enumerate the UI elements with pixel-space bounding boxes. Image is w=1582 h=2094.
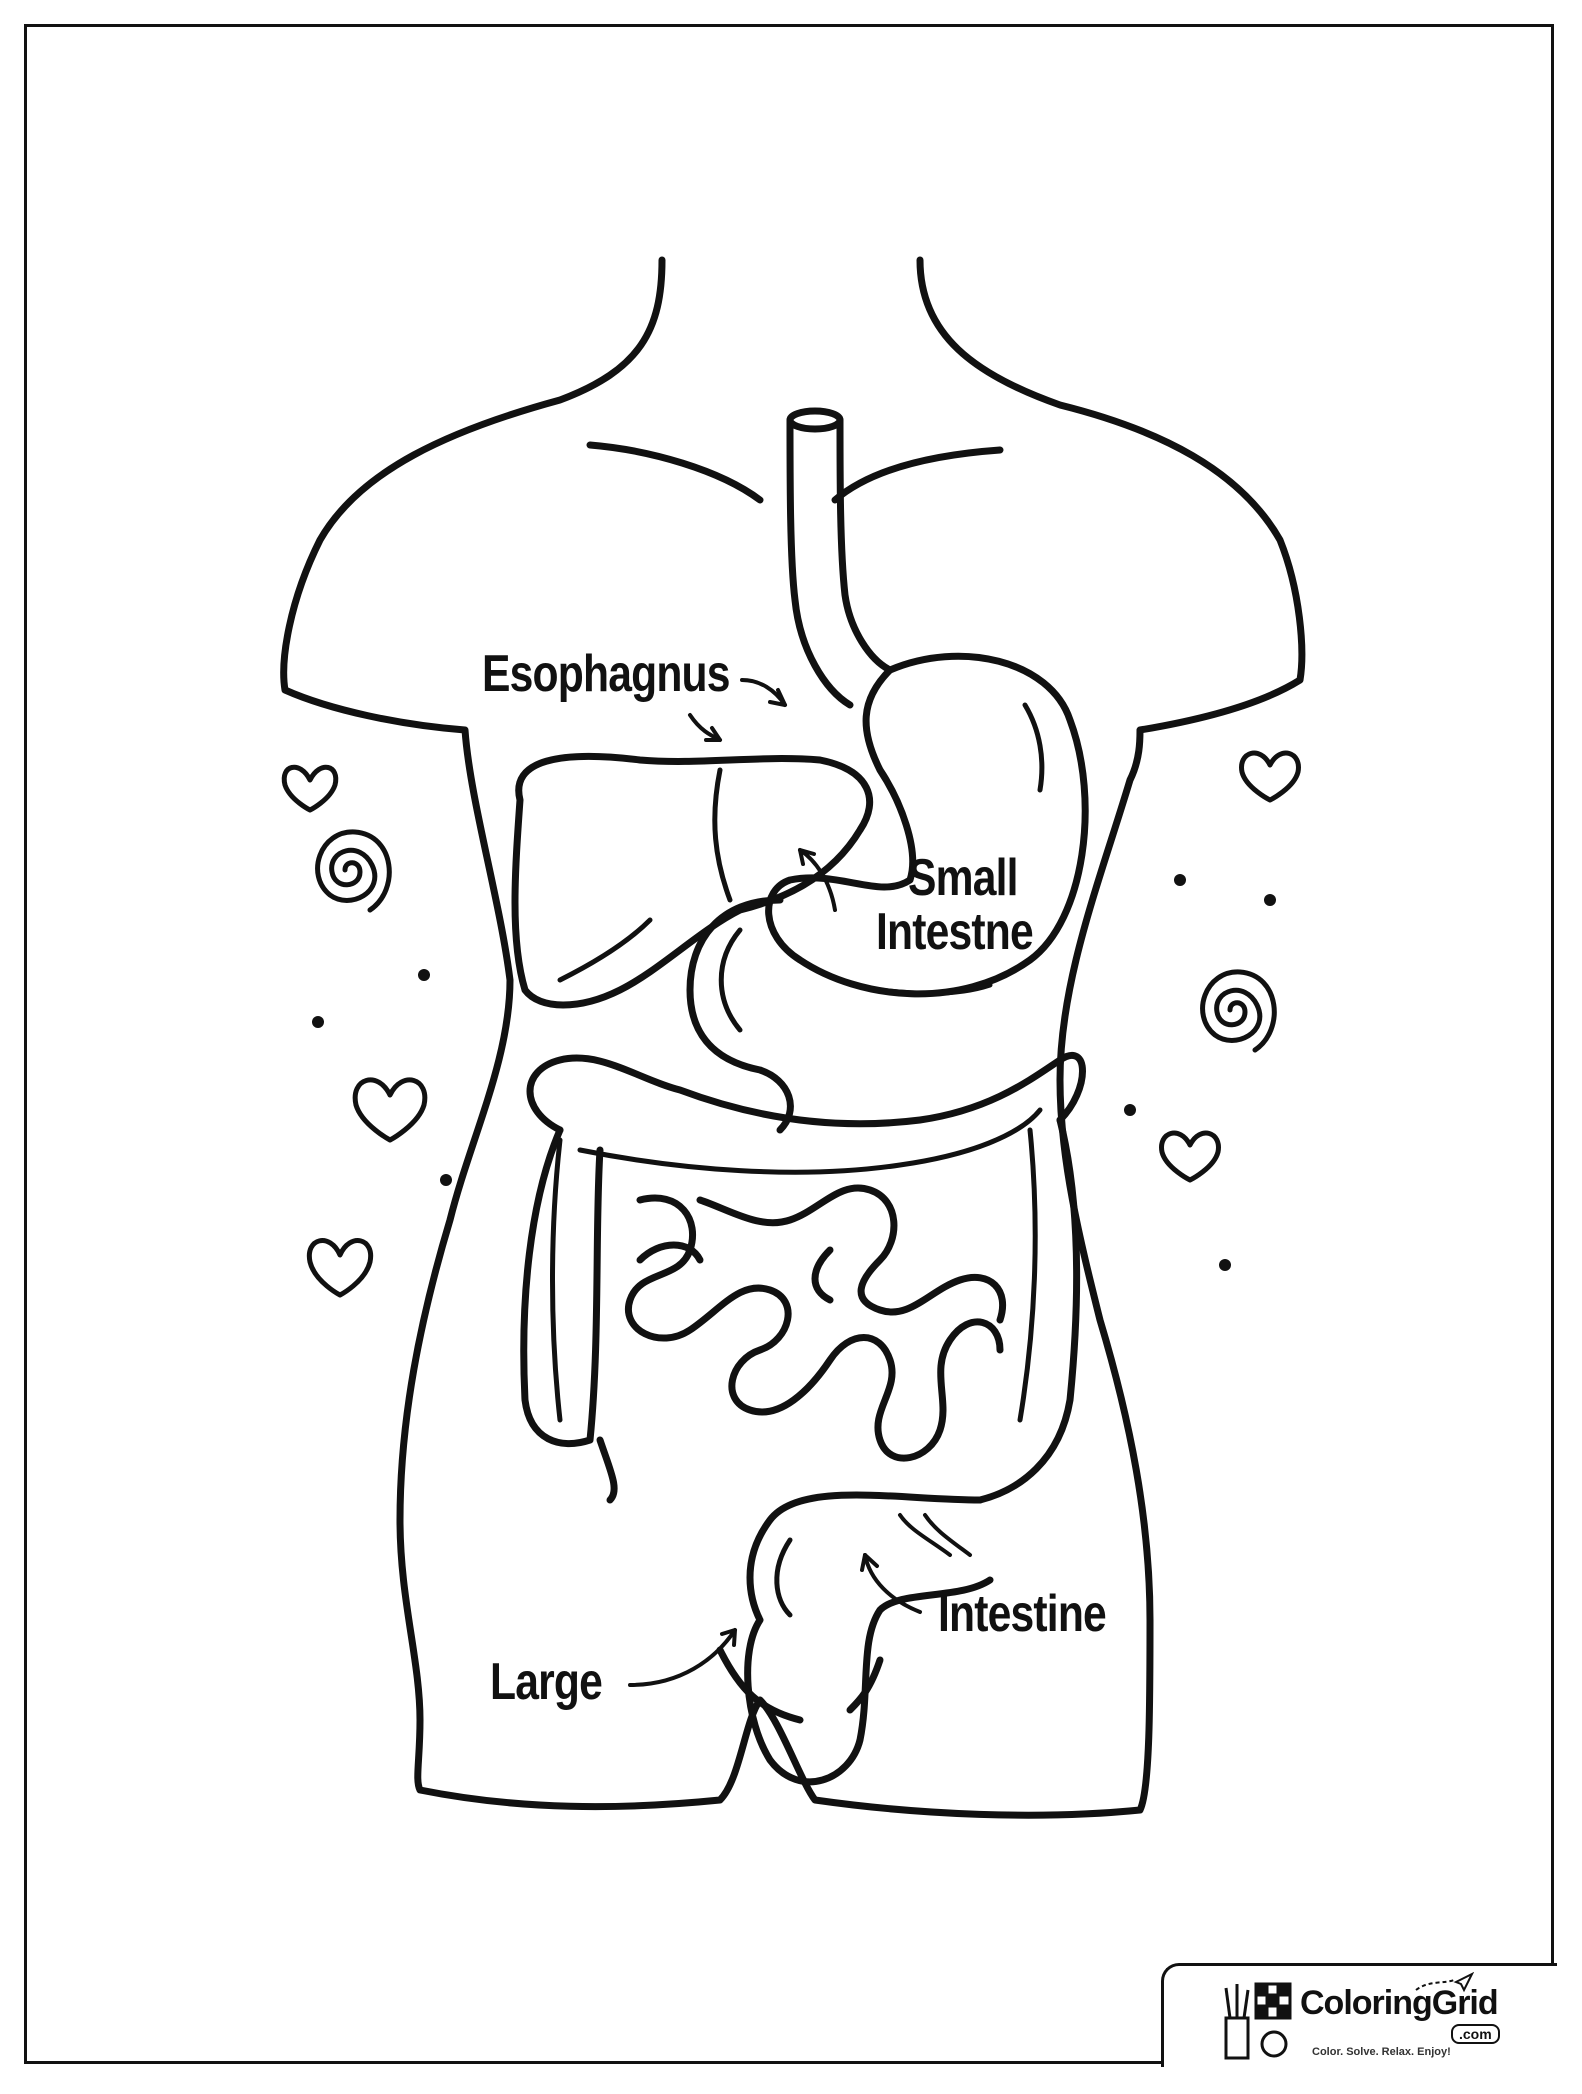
small-intestine-label-line2: Intestne [876, 903, 1034, 961]
heart-icon [306, 1238, 374, 1298]
logo-domain: .com [1451, 2024, 1500, 2044]
logo-name: ColoringGrid [1300, 1984, 1499, 2022]
large-intestine-descending [976, 1116, 1081, 1504]
spiral-icon [1200, 969, 1277, 1053]
heart-icon [1239, 750, 1301, 803]
small-intestine-label-line1: Small [908, 849, 1018, 907]
heart-icon [1159, 1130, 1221, 1183]
heart-icon [281, 765, 339, 813]
heart-icon [352, 1077, 428, 1143]
spiral-icon [315, 829, 392, 913]
stomach [765, 652, 1089, 998]
esophagus-label: Esophagnus [482, 645, 730, 703]
esophagus [786, 416, 854, 709]
large-arrow [628, 1628, 737, 1687]
pencil-cup-icon [1224, 1982, 1292, 2060]
large-intestine-transverse [526, 1051, 1086, 1134]
large-label: Large [490, 1653, 603, 1711]
liver [511, 752, 873, 1009]
coloringgrid-logo: ColoringGrid .com Color. Solve. Relax. E… [1161, 1963, 1557, 2067]
duodenum [686, 896, 794, 1134]
intestine-label: Intestine [938, 1585, 1107, 1643]
intestine-arrow [863, 1553, 922, 1614]
small-intestine [624, 1194, 1004, 1462]
page-frame [24, 24, 1554, 2064]
paper-plane-icon [1415, 1972, 1474, 1993]
logo-tagline: Color. Solve. Relax. Enjoy! [1312, 2046, 1451, 2058]
large-intestine-ascending [520, 1126, 604, 1448]
rectum [744, 1491, 994, 1786]
